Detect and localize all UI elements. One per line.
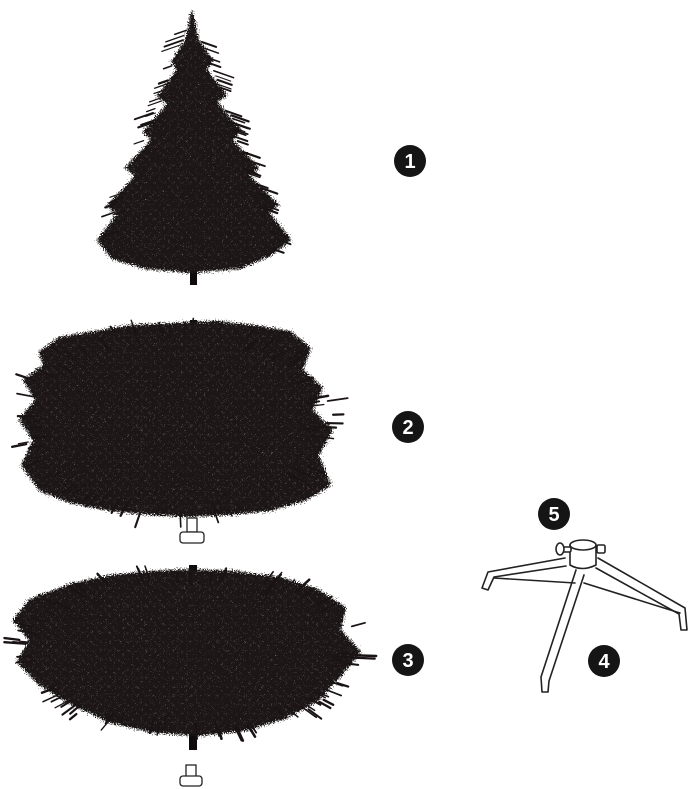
stand-collar-top [570,540,596,550]
branch-tip [17,656,32,657]
branch-tip [159,80,168,83]
part-marker-1-label: 1 [404,151,415,173]
branch-tip [4,638,19,640]
branch-tip [301,706,316,717]
branch-tip [12,444,26,447]
branch-tip [184,322,185,336]
folding-tree-stand-icon[interactable] [482,540,687,692]
branch-tip [177,573,178,582]
part-marker-1: 1 [394,145,426,177]
branch-tip [31,427,42,428]
branch-tip [164,66,172,69]
branch-tip [162,328,163,335]
branch-tip [352,623,365,627]
branch-tip [308,401,319,402]
branch-tip [180,514,181,527]
part-marker-2-label: 2 [402,417,413,439]
branch-tip [334,656,355,657]
branch-tip [324,689,341,696]
branch-tip [209,63,221,67]
middle-section-connector [180,518,204,543]
part-marker-4: 4 [588,645,620,677]
branch-tip [18,416,36,417]
branch-tip [315,427,336,428]
branch-tip [70,714,76,719]
branch-tip [332,660,342,661]
stand-leg-right [596,558,687,630]
branch-tip [196,727,197,739]
branch-tip [4,642,25,644]
tree-top-section[interactable] [98,12,291,285]
branch-tip [135,113,153,119]
branch-tip [233,136,247,141]
part-marker-5-label: 5 [548,504,559,526]
branch-tip [303,429,317,430]
branch-tip [202,42,216,47]
bottom-section-connector [180,765,202,786]
branch-tip [353,658,375,659]
tree-bottom-section[interactable] [4,565,376,786]
stand-leg-front [541,570,584,692]
part-marker-3-label: 3 [402,650,413,672]
part-marker-3: 3 [392,644,424,676]
peg-connector-icon [186,765,196,777]
branch-tip [357,655,376,656]
peg-connector-icon [187,518,197,532]
part-marker-5: 5 [538,498,570,530]
top-section-foliage [98,12,290,272]
tree-middle-section[interactable] [12,319,348,543]
part-marker-2: 2 [392,411,424,443]
branch-tip [134,141,143,144]
branch-tip [345,663,358,664]
branch-tip [147,109,155,112]
branch-tip [135,513,140,527]
part-marker-4-label: 4 [598,651,610,673]
branch-tip [328,398,348,401]
stand-leg-left [482,558,566,590]
branch-tip [170,324,171,335]
branch-tip [175,30,187,34]
